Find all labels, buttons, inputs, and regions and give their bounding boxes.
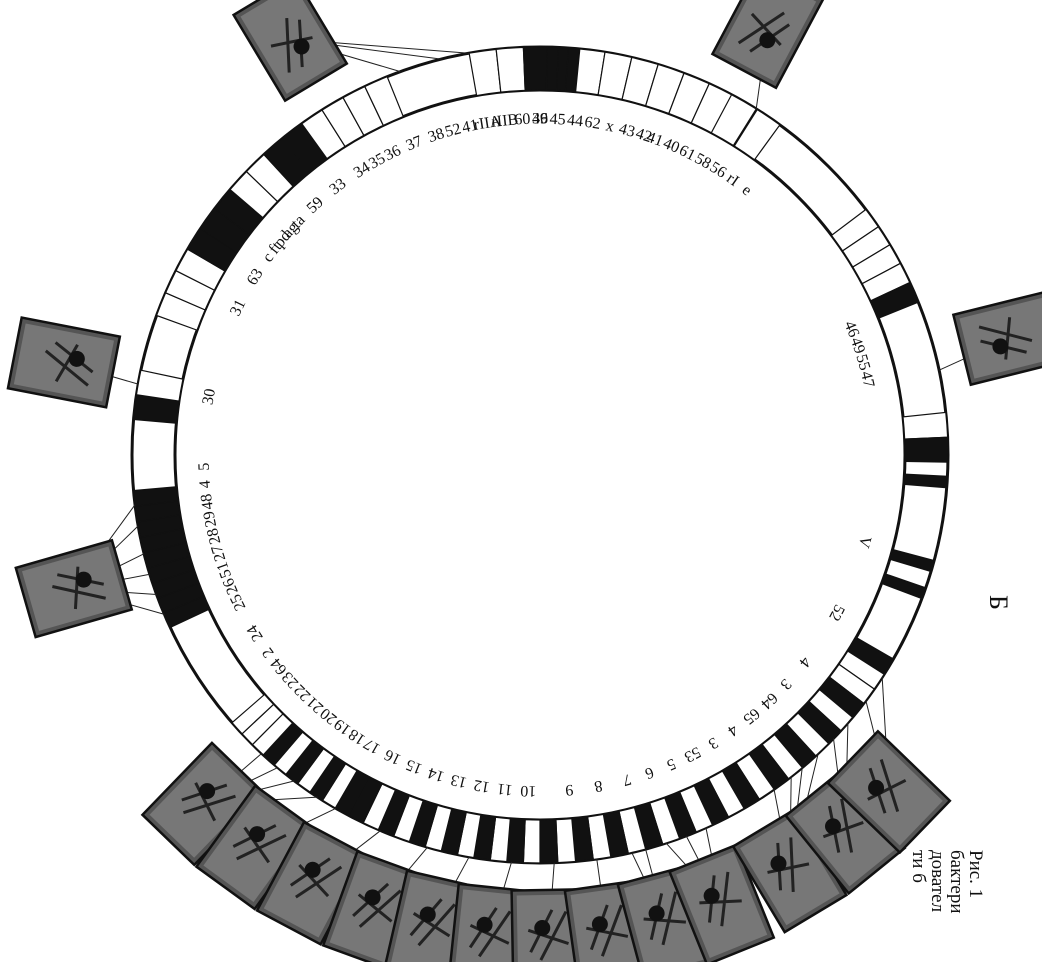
gene-label: 44 — [566, 112, 584, 131]
gene-label: 63 — [244, 266, 267, 289]
gene-band-filled — [882, 574, 926, 599]
gene-label: 59 — [304, 194, 327, 217]
gene-label: 2 — [259, 644, 277, 660]
gene-band — [903, 412, 948, 439]
chromosome-ring — [132, 47, 948, 863]
gene-band — [469, 49, 501, 95]
gene-label: 16 — [382, 746, 404, 768]
mutant-photos — [8, 0, 1042, 962]
gene-label: 30 — [200, 387, 220, 406]
gene-label: 62 — [583, 114, 601, 133]
ring-inner — [175, 90, 905, 820]
gene-label: 13 — [449, 771, 469, 791]
gene-band-filled — [905, 437, 948, 462]
gene-label: 64 — [757, 689, 780, 712]
gene-label: 4 — [795, 653, 813, 670]
gene-band-filled — [546, 47, 558, 90]
photo-field — [22, 546, 126, 630]
gene-label: 24 — [244, 622, 267, 645]
gene-band-filled — [890, 549, 934, 571]
mutant-photo — [8, 318, 120, 408]
gene-label: 28 — [204, 526, 224, 546]
mutant-photo — [16, 540, 132, 637]
gene-label: 3 — [777, 675, 795, 692]
gene-label: 5 — [196, 462, 213, 471]
gene-label: 47 — [857, 370, 877, 389]
gene-band-filled — [540, 820, 558, 863]
gene-label: 14 — [426, 764, 446, 785]
gene-band — [556, 819, 576, 863]
gene-label: e — [739, 181, 755, 199]
caption-line: довател — [928, 850, 947, 965]
gene-label: 7 — [621, 770, 633, 788]
gene-label: 46 — [532, 111, 548, 128]
gene-label: V — [855, 534, 875, 550]
gene-label: 33 — [326, 175, 349, 198]
gene-label: rI — [723, 170, 741, 190]
caption-line: ти б — [909, 850, 928, 965]
gene-label: 8 — [593, 777, 604, 795]
gene-label: 9 — [565, 781, 574, 799]
gene-label: 29 — [200, 510, 220, 529]
gene-label: x — [604, 117, 615, 135]
gene-labels: 3960rIIBrIIA415238373635343359tapdc63313… — [196, 111, 878, 800]
gene-label: 10 — [520, 782, 537, 800]
mutant-photo — [953, 291, 1042, 385]
caption-line: Рис. 1 — [966, 850, 985, 965]
gene-label: 4 — [197, 480, 215, 489]
gene-band — [496, 47, 525, 92]
gene-band-filled — [904, 474, 948, 488]
gene-label: 11 — [496, 780, 513, 799]
mutant-photo — [234, 0, 347, 101]
gene-label: 37 — [404, 133, 425, 155]
panel-letter: Б — [984, 595, 1013, 610]
caption-line: бактери — [947, 850, 966, 965]
gene-label: 48 — [198, 493, 217, 511]
gene-label: 3 — [705, 734, 721, 753]
gene-label: 53 — [681, 743, 703, 765]
gene-label: 12 — [472, 776, 491, 796]
figure-caption: Рис. 1 бактери довател ти б — [929, 850, 985, 965]
gene-label: 52 — [443, 120, 463, 141]
gene-band — [523, 820, 540, 863]
gene-label: 15 — [404, 755, 425, 777]
gene-label: 52 — [825, 602, 848, 624]
gene-label: 6 — [643, 763, 656, 782]
mutant-photo — [712, 0, 823, 88]
gene-label: 31 — [227, 297, 249, 319]
gene-label: 5 — [664, 755, 678, 774]
gene-label: 45 — [549, 111, 566, 129]
gene-label: 55 — [852, 352, 873, 372]
gene-label: 65 — [740, 704, 763, 727]
gene-label: 4 — [724, 721, 740, 740]
